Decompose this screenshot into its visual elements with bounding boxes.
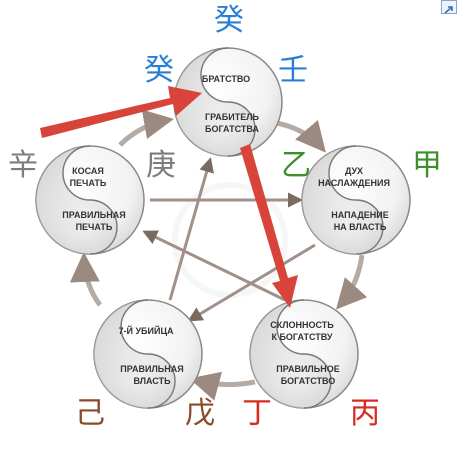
arrow-bottom-right-to-left: [142, 230, 286, 302]
generating-cycle-arrows: [69, 109, 368, 401]
node-lower-label: БОГАТСТВА: [205, 124, 259, 134]
yin-half: [174, 48, 255, 156]
yin-half: [250, 300, 331, 408]
yin-half: [94, 300, 175, 408]
node-upper-label: 7-Й УБИЙЦА: [118, 325, 174, 336]
stem-jia: 甲: [412, 148, 442, 183]
node-lower-label: НАПАДЕНИЕ: [331, 210, 389, 220]
node-top: БРАТСТВО ГРАБИТЕЛЬ БОГАТСТВА: [173, 47, 283, 157]
node-upper-label: ДУХ: [345, 166, 363, 176]
node-lower-label: БОГАТСТВО: [281, 376, 336, 386]
stem-ji: 己: [75, 396, 105, 431]
stem-bing: 丙: [350, 396, 380, 431]
node-lower-label: ПРАВИЛЬНАЯ: [120, 364, 183, 374]
node-lower-label: ВЛАСТЬ: [133, 376, 171, 386]
stem-geng: 庚: [146, 148, 176, 183]
yin-half: [302, 146, 383, 254]
yin-yang-curve: [62, 145, 118, 255]
node-upper-label: К БОГАТСТВУ: [271, 332, 332, 342]
node-upper-label: ПЕЧАТЬ: [70, 178, 107, 188]
node-lower-label: ПЕЧАТЬ: [76, 222, 113, 232]
node-right: ДУХ НАСЛАЖДЕНИЯ НАПАДЕНИЕ НА ВЛАСТЬ: [301, 145, 411, 255]
stem-gui-top: 癸: [214, 3, 244, 38]
yin-yang-curve: [120, 299, 176, 409]
nodes-layer: БРАТСТВО ГРАБИТЕЛЬ БОГАТСТВА ДУХ НАСЛАЖДЕНИЯ…: [35, 47, 411, 409]
yin-half: [36, 146, 117, 254]
node-lower-label: ПРАВИЛЬНАЯ: [62, 210, 125, 220]
red-arrow-left: [40, 86, 202, 138]
arrow-right-to-bottom-right: [335, 254, 368, 310]
node-left: КОСАЯ ПЕЧАТЬ ПРАВИЛЬНАЯ ПЕЧАТЬ: [35, 145, 145, 255]
red-arrow-down: [240, 144, 298, 308]
node-upper-label: НАСЛАЖДЕНИЯ: [318, 178, 390, 188]
node-lower-label: ГРАБИТЕЛЬ: [205, 112, 260, 122]
arrow-bottom-left-to-top: [168, 157, 214, 301]
stem-gui-left: 癸: [144, 53, 174, 88]
arrow-top-to-right: [271, 119, 326, 153]
highlight-arrows: [40, 86, 298, 308]
node-bottom-left: 7-Й УБИЙЦА ПРАВИЛЬНАЯ ВЛАСТЬ: [93, 299, 203, 409]
stem-wu: 戊: [185, 396, 215, 431]
yin-yang-curve: [328, 145, 384, 255]
stem-yi: 乙: [281, 148, 311, 183]
arrow-bottom-left-to-left: [69, 252, 103, 307]
arrow-bottom-right-to-bottom-left: [189, 371, 256, 401]
node-bottom-right: СКЛОННОСТЬ К БОГАТСТВУ ПРАВИЛЬНОЕ БОГАТСТВО: [249, 299, 359, 409]
yin-yang-curve: [200, 47, 256, 157]
yin-yang-curve: [276, 299, 332, 409]
node-upper-label: КОСАЯ: [72, 166, 104, 176]
arrow-left-to-top: [118, 109, 174, 147]
node-lower-label: НА ВЛАСТЬ: [334, 222, 387, 232]
arrow-right-to-bottom-left: [187, 243, 316, 322]
stem-ren: 壬: [278, 53, 308, 88]
node-lower-label: ПРАВИЛЬНОЕ: [276, 364, 339, 374]
node-upper-label: СКЛОННОСТЬ: [270, 320, 334, 330]
expand-button[interactable]: [441, 0, 457, 14]
stem-ding: 丁: [242, 396, 272, 431]
expand-icon: [444, 6, 453, 14]
node-upper-label: БРАТСТВО: [202, 74, 250, 84]
stem-xin: 辛: [8, 148, 38, 183]
stems: 癸 癸 壬 乙 甲 辛 庚 己 戊 丁 丙: [8, 3, 442, 431]
